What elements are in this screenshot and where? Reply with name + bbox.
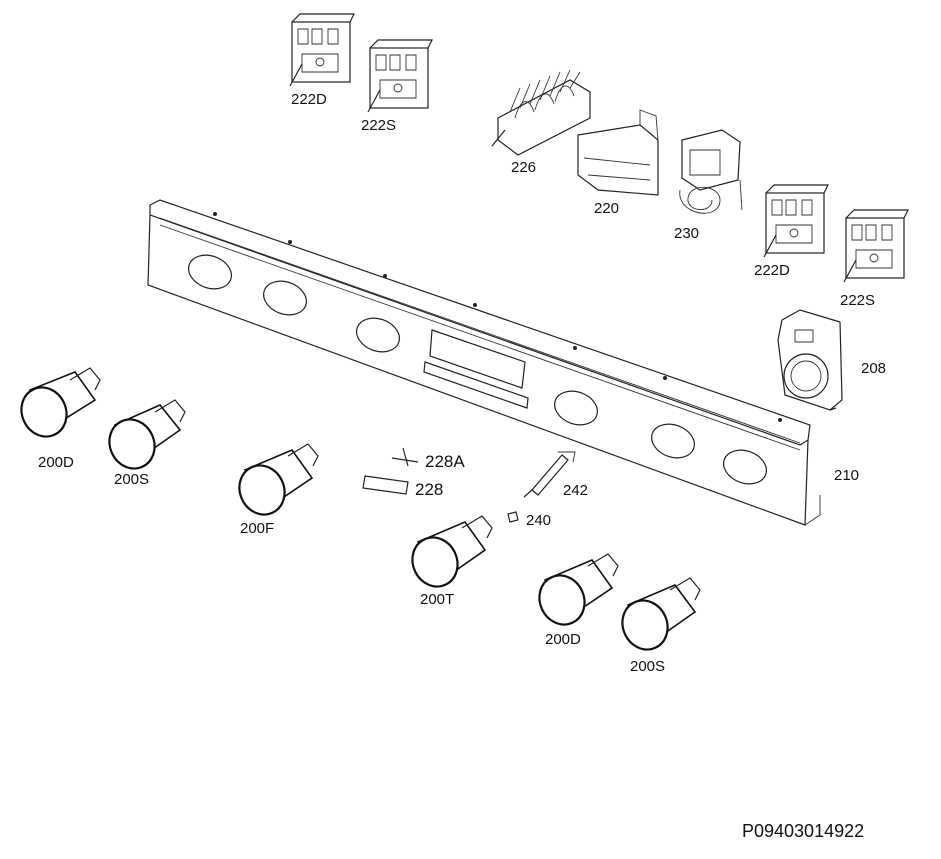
part-240 bbox=[507, 511, 519, 523]
label-228A: 228A bbox=[425, 452, 465, 471]
part-242 bbox=[523, 451, 576, 498]
knob-200S-right bbox=[621, 577, 701, 651]
part-228 bbox=[362, 475, 409, 495]
label-200T: 200T bbox=[420, 591, 454, 608]
label-240: 240 bbox=[526, 512, 551, 529]
label-242: 242 bbox=[563, 482, 588, 499]
label-200F: 200F bbox=[240, 520, 274, 537]
label-228: 228 bbox=[415, 480, 443, 499]
knob-200T bbox=[411, 515, 493, 588]
switch-222S-top bbox=[367, 39, 433, 113]
thermostat-230 bbox=[679, 129, 743, 214]
label-200D-right: 200D bbox=[545, 631, 581, 648]
label-208: 208 bbox=[861, 360, 886, 377]
label-222D-right: 222D bbox=[754, 262, 790, 279]
label-222D-top: 222D bbox=[291, 91, 327, 108]
label-222S-right: 222S bbox=[840, 292, 875, 309]
part-220 bbox=[577, 109, 659, 196]
reference-code: P09403014922 bbox=[742, 821, 864, 841]
label-200S-left: 200S bbox=[114, 471, 149, 488]
switch-222D-top bbox=[289, 13, 355, 87]
switch-222S-right bbox=[843, 209, 909, 283]
knob-200D-right bbox=[538, 553, 619, 626]
control-panel-210 bbox=[147, 199, 821, 526]
label-226: 226 bbox=[511, 159, 536, 176]
housing-208 bbox=[777, 309, 843, 411]
label-200D-left: 200D bbox=[38, 454, 74, 471]
label-230: 230 bbox=[674, 225, 699, 242]
label-222S-top: 222S bbox=[361, 117, 396, 134]
knob-200D-left bbox=[20, 367, 101, 438]
knob-200F bbox=[238, 443, 319, 516]
label-210: 210 bbox=[834, 467, 859, 484]
selector-switch-226 bbox=[491, 69, 591, 156]
part-228A bbox=[391, 447, 419, 467]
label-220: 220 bbox=[594, 200, 619, 217]
knob-200S-left bbox=[108, 399, 186, 470]
label-200S-right: 200S bbox=[630, 658, 665, 675]
switch-222D-right bbox=[763, 184, 829, 258]
